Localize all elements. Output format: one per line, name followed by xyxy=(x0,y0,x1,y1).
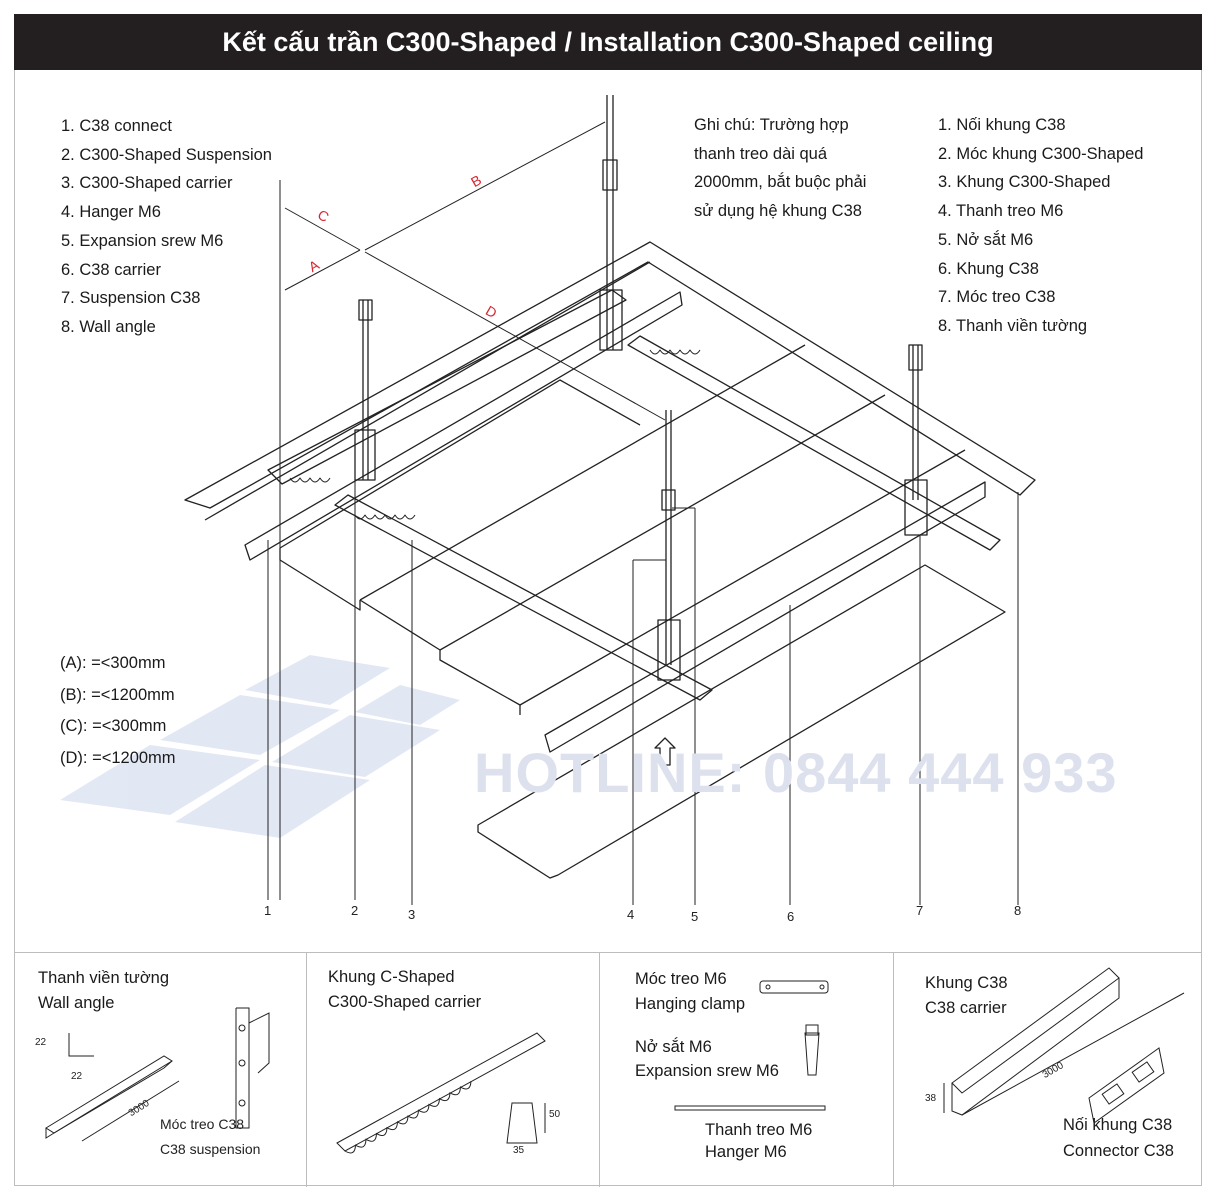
legend-english: 1. C38 connect 2. C300-Shaped Suspension… xyxy=(61,112,272,342)
part-label-en: Expansion srew M6 xyxy=(635,1062,779,1080)
legend-item: 3. Khung C300-Shaped xyxy=(938,173,1111,192)
dim-label: 22 xyxy=(71,1071,83,1082)
legend-vietnamese: 1. Nối khung C38 2. Móc khung C300-Shape… xyxy=(938,111,1143,341)
part-label-en: C300-Shaped carrier xyxy=(328,993,482,1011)
dimension-item: (B): =<1200mm xyxy=(60,685,175,704)
legend-item: 5. Nở sắt M6 xyxy=(938,230,1034,249)
callout-3: 3 xyxy=(408,907,416,922)
callout-2: 2 xyxy=(351,903,359,918)
callout-7: 7 xyxy=(916,903,924,918)
legend-item: 4. Hanger M6 xyxy=(61,203,161,222)
dim-letter-a: A xyxy=(306,256,323,275)
part-cell-c300-carrier: Khung C-Shaped C300-Shaped carrier 50 35 xyxy=(307,953,600,1187)
callout-6: 6 xyxy=(787,909,795,924)
legend-item: 2. Móc khung C300-Shaped xyxy=(938,144,1144,163)
dim-letter-d: D xyxy=(483,302,500,321)
part-label-vi: Móc treo M6 xyxy=(635,970,727,988)
c38-parts-icon xyxy=(943,967,1185,1124)
note-line: 2000mm, bắt buộc phải xyxy=(694,173,867,192)
c300-carrier-left xyxy=(267,289,627,485)
callout-8: 8 xyxy=(1014,903,1022,918)
watermark-tiles xyxy=(60,655,460,838)
legend-item: 6. Khung C38 xyxy=(938,259,1039,278)
dimension-item: (A): =<300mm xyxy=(60,654,166,672)
c38-carrier-left xyxy=(244,291,683,561)
installation-note: Ghi chú: Trường hợp thanh treo dài quá 2… xyxy=(694,111,866,226)
callout-5: 5 xyxy=(691,909,699,924)
hanger-parts-icon xyxy=(674,980,829,1111)
part-label-vi: Khung C38 xyxy=(925,974,1008,992)
legend-item: 5. Expansion srew M6 xyxy=(61,231,224,250)
legend-item: 6. C38 carrier xyxy=(61,260,161,279)
dimension-item: (D): =<1200mm xyxy=(60,749,176,768)
part-label-vi: Thanh treo M6 xyxy=(705,1121,813,1139)
part-cell-hangers: Móc treo M6 Hanging clamp Nở sắt M6 Expa… xyxy=(600,953,894,1187)
legend-item: 7. Móc treo C38 xyxy=(938,288,1056,307)
legend-item: 8. Wall angle xyxy=(61,317,156,336)
c300-carrier-icon xyxy=(336,1032,546,1154)
wall-angle-top xyxy=(184,241,1036,509)
part-label-vi: Nở sắt M6 xyxy=(635,1038,712,1056)
legend-item: 1. C38 connect xyxy=(61,117,172,135)
part-cell-wall-angle: Thanh viền tường Wall angle 22 22 3000 M… xyxy=(14,953,307,1187)
dim-label: 22 xyxy=(35,1037,47,1048)
dim-label: 35 xyxy=(513,1145,525,1156)
part-label-vi: Nối khung C38 xyxy=(1063,1116,1173,1134)
part-label-en: Hanger M6 xyxy=(705,1143,787,1161)
legend-item: 3. C300-Shaped carrier xyxy=(61,174,233,193)
part-label-en: Connector C38 xyxy=(1063,1142,1174,1160)
part-cell-c38: Khung C38 C38 carrier 38 3000 Nối khung … xyxy=(894,953,1202,1187)
dim-letter-c: C xyxy=(315,206,332,225)
part-label-en: C38 suspension xyxy=(160,1141,261,1157)
legend-item: 7. Suspension C38 xyxy=(61,289,201,308)
parts-strip: Thanh viền tường Wall angle 22 22 3000 M… xyxy=(14,952,1202,1187)
legend-item: 4. Thanh treo M6 xyxy=(938,202,1064,221)
legend-item: 2. C300-Shaped Suspension xyxy=(61,145,272,164)
wall-angle-icon xyxy=(45,1007,270,1142)
legend-item: 1. Nối khung C38 xyxy=(938,116,1066,134)
part-label-en: Wall angle xyxy=(38,994,115,1012)
ceiling-panel-loose xyxy=(477,564,1006,879)
c38-carrier-front xyxy=(544,481,986,753)
dim-label: 38 xyxy=(925,1093,937,1104)
dim-label: 50 xyxy=(549,1109,561,1120)
note-line: thanh treo dài quá xyxy=(694,144,828,163)
ceiling-assembly-drawing: A C B D xyxy=(60,95,1036,905)
part-label-vi: Thanh viền tường xyxy=(38,969,170,987)
callout-4: 4 xyxy=(627,907,635,922)
c300-carrier-right xyxy=(627,335,1001,551)
dimension-item: (C): =<300mm xyxy=(60,717,167,736)
part-label-vi: Khung C-Shaped xyxy=(328,968,455,986)
callout-1: 1 xyxy=(264,903,272,918)
part-label-vi: Móc treo C38 xyxy=(160,1116,245,1132)
page-title: Kết cấu trần C300-Shaped / Installation … xyxy=(14,14,1202,70)
c300-carrier-mid xyxy=(334,494,713,701)
part-label-en: C38 carrier xyxy=(925,999,1007,1017)
part-label-en: Hanging clamp xyxy=(635,995,746,1013)
note-line: sử dụng hệ khung C38 xyxy=(694,202,862,221)
dimension-limits: (A): =<300mm (B): =<1200mm (C): =<300mm … xyxy=(60,648,176,775)
note-line: Ghi chú: Trường hợp xyxy=(694,116,849,134)
legend-item: 8. Thanh viền tường xyxy=(938,316,1088,335)
hotline-watermark: HOTLINE: 0844 444 933 xyxy=(474,741,1118,804)
arrow-up-icon xyxy=(654,737,676,766)
